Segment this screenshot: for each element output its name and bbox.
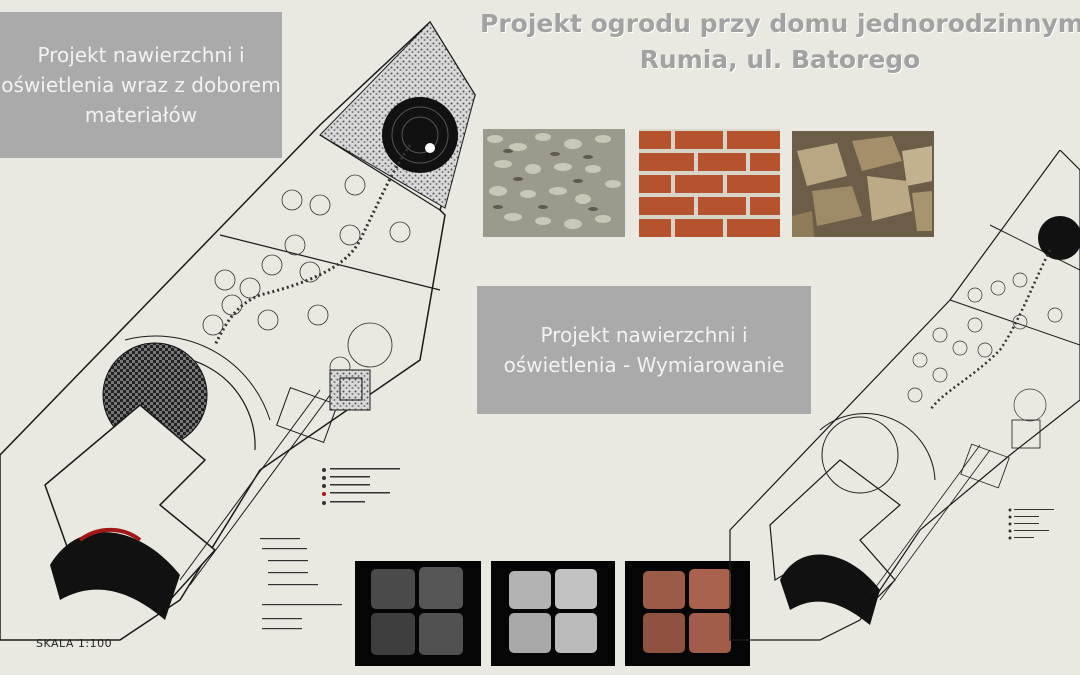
scale-label: SKALA 1:100 [36, 637, 113, 650]
red-granite-cobbles-image [643, 569, 731, 653]
legend-marks [260, 468, 400, 630]
dark-granite-cobbles-swatch [355, 561, 481, 666]
gravel-texture-swatch [483, 129, 625, 237]
page-title: Projekt ogrodu przy domu jednorodzinnym … [480, 6, 1080, 78]
title-line-2: Rumia, ul. Batorego [639, 45, 921, 74]
label-line-2: oświetlenia wraz z doborem [1, 73, 281, 97]
stone-texture-image [792, 136, 932, 237]
brick-texture-swatch [639, 129, 780, 237]
label-line-2: oświetlenia - Wymiarowanie [503, 353, 785, 377]
grey-granite-cobbles-image [509, 569, 597, 653]
label-line-3: materiałów [84, 103, 198, 127]
brick-texture-image [639, 131, 780, 237]
label-line-1: Projekt nawierzchni i [37, 43, 245, 67]
garden-plan-main [0, 20, 476, 641]
label-line-1: Projekt nawierzchni i [540, 323, 748, 347]
grey-granite-cobbles-swatch [491, 561, 615, 666]
surface-lighting-materials-label: Projekt nawierzchni i oświetlenia wraz z… [0, 12, 282, 158]
title-line-1: Projekt ogrodu przy domu jednorodzinnym [480, 9, 1080, 38]
driveway [50, 532, 180, 620]
red-granite-cobbles-swatch [625, 561, 750, 666]
stone-texture-swatch [792, 131, 934, 237]
round-patio-top [382, 97, 458, 173]
surface-lighting-dimensioning-label: Projekt nawierzchni i oświetlenia - Wymi… [477, 286, 811, 414]
trees [202, 174, 411, 378]
stepping-stone-path [213, 144, 412, 346]
gravel-texture-image [487, 133, 621, 229]
garden-plan-dimensioning [729, 150, 1080, 641]
dark-granite-cobbles-image [371, 567, 463, 655]
